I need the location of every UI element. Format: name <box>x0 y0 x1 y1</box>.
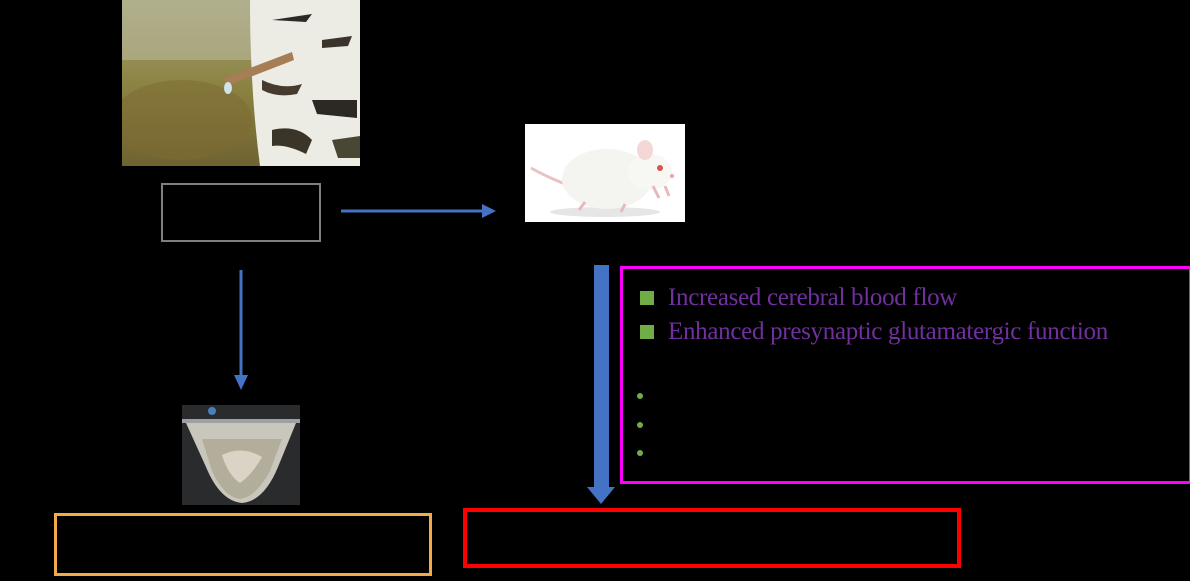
bullet-dot-icon <box>637 450 643 456</box>
effect-item: Increased cerebral blood flow <box>640 284 957 312</box>
powder-tube-photo <box>182 405 300 505</box>
effect-text: Enhanced presynaptic glutamatergic funct… <box>668 318 1108 345</box>
powder-label-box <box>54 513 432 576</box>
bullet-dot-icon <box>637 422 643 428</box>
outcome-label-box <box>463 508 961 568</box>
effect-item: Enhanced presynaptic glutamatergic funct… <box>640 318 1108 346</box>
bullet-square-icon <box>640 291 654 305</box>
effect-text: Increased cerebral blood flow <box>668 284 958 311</box>
arrow-down-thick <box>587 265 615 504</box>
rat-photo <box>525 124 685 222</box>
birch-sap-label-box <box>161 183 321 242</box>
arrow-down-left <box>234 270 248 390</box>
bullet-square-icon <box>640 325 654 339</box>
arrow-right <box>341 204 496 218</box>
bullet-dot-icon <box>637 393 643 399</box>
birch-sap-photo <box>122 0 360 166</box>
